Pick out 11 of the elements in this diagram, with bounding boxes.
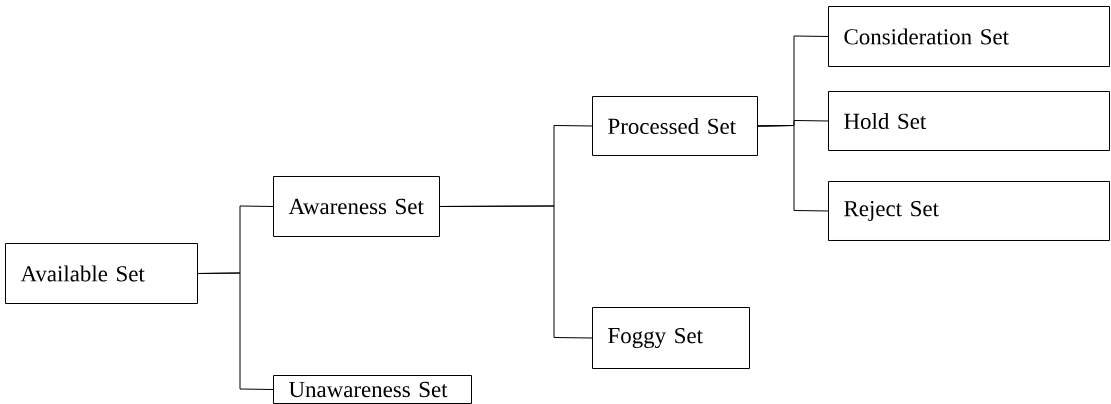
connector-line: [439, 205, 593, 339]
set-box: Available Set: [5, 243, 198, 304]
set-box: Reject Set: [828, 181, 1110, 241]
set-box: Unawareness Set: [273, 375, 472, 404]
set-box: Processed Set: [592, 96, 758, 156]
set-box: Consideration Set: [828, 6, 1110, 67]
set-box: Foggy Set: [592, 307, 750, 369]
connector-line: [197, 272, 274, 390]
connector-line: [757, 125, 829, 212]
set-box: Hold Set: [828, 91, 1110, 151]
set-box: Awareness Set: [273, 176, 440, 237]
